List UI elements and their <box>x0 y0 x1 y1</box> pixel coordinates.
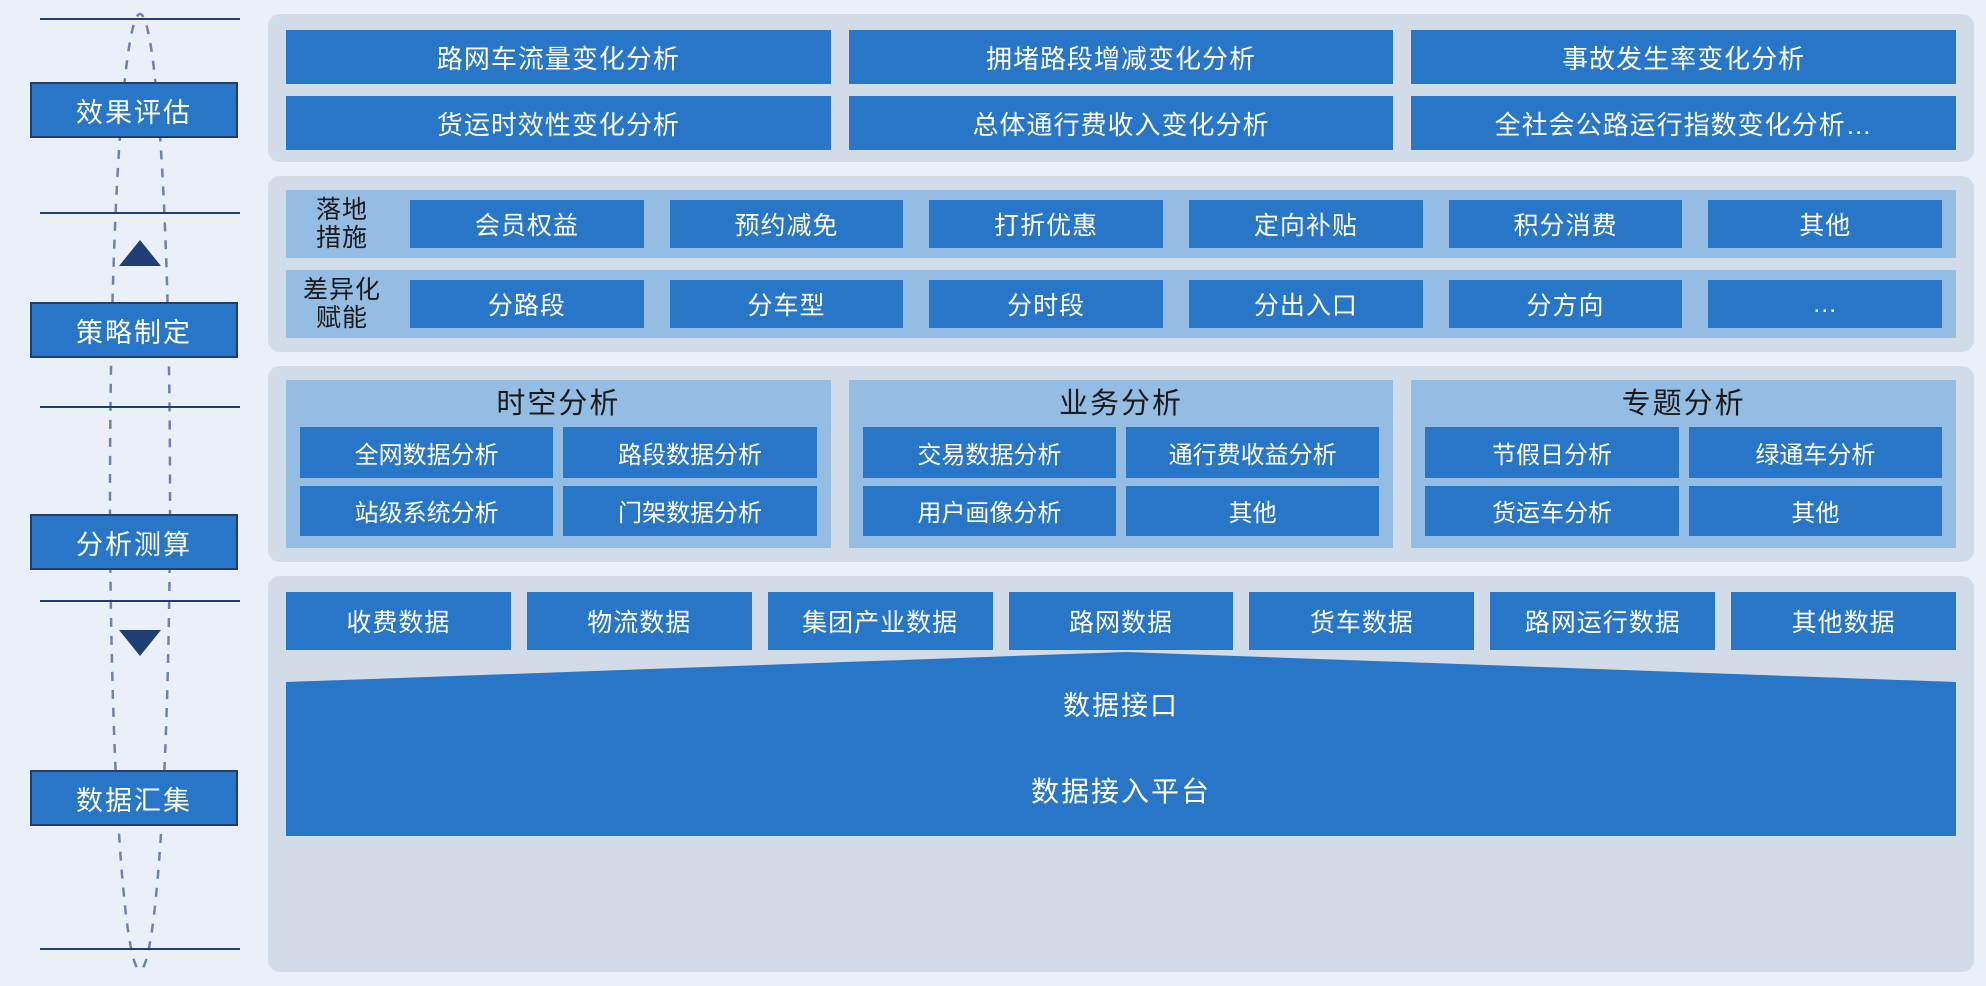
analysis-card-title: 专题分析 <box>1621 388 1746 420</box>
strategy-tile[interactable]: 会员权益 <box>410 200 644 248</box>
data-source-tile[interactable]: 路网运行数据 <box>1490 592 1716 650</box>
strategy-band-label-line1: 落地 <box>315 196 368 224</box>
data-source-tile[interactable]: 路网数据 <box>1008 592 1234 650</box>
strategy-band-measures: 落地 措施 会员权益 预约减免 打折优惠 定向补贴 积分消费 其他 <box>286 190 1956 258</box>
data-access-platform[interactable]: 数据接入平台 <box>286 744 1956 836</box>
analysis-card-thematic: 专题分析 节假日分析 绿通车分析 货运车分析 其他 <box>1411 380 1957 548</box>
evaluation-tile[interactable]: 全社会公路运行指数变化分析… <box>1411 96 1957 150</box>
analysis-tile[interactable]: 节假日分析 <box>1425 427 1679 478</box>
evaluation-row-1: 路网车流量变化分析 拥堵路段增减变化分析 事故发生率变化分析 <box>286 30 1957 84</box>
strategy-tile[interactable]: 分方向 <box>1448 280 1683 328</box>
analysis-tile[interactable]: 其他 <box>1126 485 1380 536</box>
strategy-tile[interactable]: 预约减免 <box>669 200 904 248</box>
strategy-tile[interactable]: 打折优惠 <box>929 200 1164 248</box>
stage-rail: 效果评估 策略制定 分析测算 数据汇集 <box>0 0 268 986</box>
analysis-tile[interactable]: 用户画像分析 <box>862 485 1116 536</box>
arrow-up-icon <box>119 240 161 266</box>
stage-item-data-collection[interactable]: 数据汇集 <box>30 770 238 826</box>
data-interface-shape <box>286 652 1956 744</box>
analysis-panel: 时空分析 全网数据分析 路段数据分析 站级系统分析 门架数据分析 业务分析 交易… <box>268 366 1974 562</box>
evaluation-tile[interactable]: 路网车流量变化分析 <box>286 30 831 84</box>
rail-divider-top <box>40 18 240 20</box>
analysis-card-title: 业务分析 <box>1059 388 1184 420</box>
strategy-band-label: 差异化 赋能 <box>300 276 384 332</box>
analysis-tile[interactable]: 货运车分析 <box>1425 485 1679 536</box>
data-source-tile[interactable]: 收费数据 <box>286 592 511 650</box>
analysis-card-business: 业务分析 交易数据分析 通行费收益分析 用户画像分析 其他 <box>848 380 1394 548</box>
evaluation-tile[interactable]: 货运时效性变化分析 <box>286 96 831 150</box>
strategy-band-label-line2: 措施 <box>315 224 368 252</box>
feedback-loop-dashed-ellipse <box>108 12 172 972</box>
data-interface-label: 数据接口 <box>1063 691 1179 721</box>
rail-divider-1 <box>40 212 240 214</box>
evaluation-tile[interactable]: 总体通行费收入变化分析 <box>848 96 1394 150</box>
analysis-card-title: 时空分析 <box>496 388 621 420</box>
stage-item-analysis-calculation[interactable]: 分析测算 <box>30 514 238 570</box>
analysis-card-spatiotemporal: 时空分析 全网数据分析 路段数据分析 站级系统分析 门架数据分析 <box>286 380 831 548</box>
strategy-band-differentiated: 差异化 赋能 分路段 分车型 分时段 分出入口 分方向 … <box>286 270 1956 338</box>
rail-divider-bottom <box>40 948 240 950</box>
analysis-tile[interactable]: 路段数据分析 <box>563 427 817 478</box>
data-source-tile[interactable]: 货车数据 <box>1249 592 1475 650</box>
analysis-card-grid: 全网数据分析 路段数据分析 站级系统分析 门架数据分析 <box>300 427 817 536</box>
data-source-row: 收费数据 物流数据 集团产业数据 路网数据 货车数据 路网运行数据 其他数据 <box>286 592 1957 650</box>
strategy-band-label-line2: 赋能 <box>315 304 368 332</box>
stage-item-strategy-formulation[interactable]: 策略制定 <box>30 302 238 358</box>
data-interface-band[interactable]: 数据接口 <box>286 652 1956 744</box>
strategy-tile[interactable]: 分路段 <box>410 280 644 328</box>
analysis-tile[interactable]: 全网数据分析 <box>300 427 554 478</box>
evaluation-tile[interactable]: 拥堵路段增减变化分析 <box>848 30 1394 84</box>
data-collection-panel: 收费数据 物流数据 集团产业数据 路网数据 货车数据 路网运行数据 其他数据 数… <box>268 576 1974 972</box>
analysis-tile[interactable]: 其他 <box>1688 485 1943 536</box>
rail-divider-3 <box>40 600 240 602</box>
stage-item-effect-evaluation[interactable]: 效果评估 <box>30 82 238 138</box>
analysis-tile[interactable]: 交易数据分析 <box>862 427 1116 478</box>
analysis-tile[interactable]: 绿通车分析 <box>1688 427 1943 478</box>
data-source-tile[interactable]: 集团产业数据 <box>767 592 993 650</box>
strategy-band-label: 落地 措施 <box>300 196 384 252</box>
arrow-down-icon <box>119 630 161 656</box>
strategy-tile[interactable]: 积分消费 <box>1448 200 1683 248</box>
analysis-tile[interactable]: 门架数据分析 <box>563 485 817 536</box>
strategy-tile[interactable]: 分时段 <box>929 280 1164 328</box>
analysis-card-grid: 交易数据分析 通行费收益分析 用户画像分析 其他 <box>862 427 1380 536</box>
strategy-tile[interactable]: 定向补贴 <box>1189 200 1423 248</box>
effect-evaluation-panel: 路网车流量变化分析 拥堵路段增减变化分析 事故发生率变化分析 货运时效性变化分析… <box>268 14 1974 162</box>
strategy-tile[interactable]: 分车型 <box>669 280 904 328</box>
data-source-tile[interactable]: 其他数据 <box>1731 592 1957 650</box>
strategy-tile[interactable]: 分出入口 <box>1189 280 1423 328</box>
strategy-band-label-line1: 差异化 <box>302 276 381 304</box>
strategy-tile[interactable]: … <box>1708 280 1943 328</box>
analysis-card-grid: 节假日分析 绿通车分析 货运车分析 其他 <box>1425 427 1943 536</box>
analysis-tile[interactable]: 站级系统分析 <box>300 485 554 536</box>
strategy-tile[interactable]: 其他 <box>1708 200 1943 248</box>
evaluation-row-2: 货运时效性变化分析 总体通行费收入变化分析 全社会公路运行指数变化分析… <box>286 96 1957 150</box>
strategy-panel: 落地 措施 会员权益 预约减免 打折优惠 定向补贴 积分消费 其他 差异化 赋能… <box>268 176 1974 352</box>
analysis-tile[interactable]: 通行费收益分析 <box>1126 427 1380 478</box>
evaluation-tile[interactable]: 事故发生率变化分析 <box>1411 30 1957 84</box>
data-source-tile[interactable]: 物流数据 <box>526 592 752 650</box>
rail-divider-2 <box>40 406 240 408</box>
